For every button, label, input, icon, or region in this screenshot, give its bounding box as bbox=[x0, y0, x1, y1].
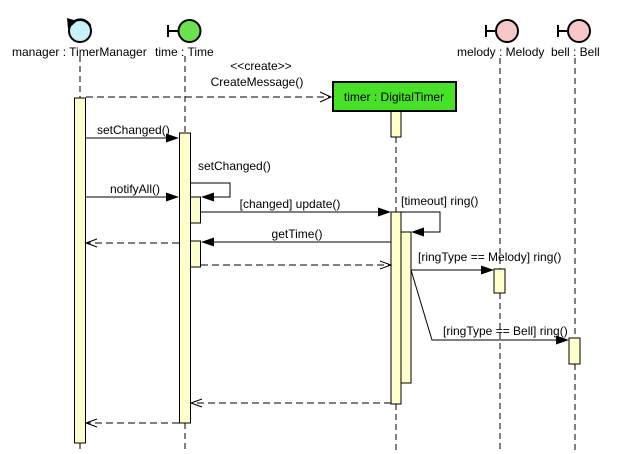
return-message-time-manager[interactable] bbox=[84, 238, 179, 248]
message-setchanged[interactable]: setChanged() bbox=[86, 123, 179, 143]
open-arrowhead bbox=[319, 91, 333, 103]
filled-arrowhead bbox=[201, 192, 214, 202]
filled-arrowhead bbox=[166, 192, 179, 202]
object-box[interactable] bbox=[332, 81, 457, 112]
activation-bell[interactable] bbox=[568, 337, 581, 365]
object-icon[interactable] bbox=[177, 19, 202, 43]
message-label: getTime() bbox=[272, 227, 323, 241]
object-icon[interactable] bbox=[567, 19, 591, 43]
message-label: [ringType == Melody] ring() bbox=[418, 250, 561, 264]
filled-arrowhead bbox=[481, 265, 494, 275]
message-label: setChanged() bbox=[97, 123, 170, 137]
open-arrowhead bbox=[189, 398, 203, 408]
message-ring-melody[interactable]: [ringType == Melody] ring() bbox=[411, 250, 561, 275]
actor-label-melody: melody : Melody bbox=[457, 45, 544, 59]
open-arrowhead bbox=[379, 260, 393, 270]
filled-arrowhead bbox=[201, 237, 214, 247]
return-message-timer-time[interactable] bbox=[189, 398, 391, 408]
message-gettime[interactable]: getTime() bbox=[201, 227, 391, 247]
message-notifyall[interactable]: notifyAll() bbox=[86, 182, 179, 202]
actor-melody[interactable]: melody : Melody bbox=[457, 19, 544, 59]
message-label: [timeout] ring() bbox=[401, 194, 478, 208]
message-label: CreateMessage() bbox=[211, 75, 304, 89]
message-create[interactable]: <<create>> CreateMessage() bbox=[86, 59, 333, 103]
open-arrowhead bbox=[84, 418, 98, 428]
activation-timer-initial[interactable] bbox=[390, 110, 402, 138]
message-label: setChanged() bbox=[198, 159, 271, 173]
filled-arrowhead bbox=[556, 335, 569, 345]
filled-arrowhead bbox=[166, 133, 179, 143]
activation-melody[interactable] bbox=[493, 268, 506, 294]
filled-arrowhead bbox=[411, 227, 424, 237]
message-stereotype: <<create>> bbox=[230, 59, 291, 73]
return-message-time-timer[interactable] bbox=[201, 260, 393, 270]
message-setchanged-self[interactable]: setChanged() bbox=[190, 159, 271, 202]
open-arrowhead bbox=[84, 238, 98, 248]
activation-time-nested-1[interactable] bbox=[190, 196, 201, 224]
activation-timer[interactable] bbox=[390, 211, 402, 405]
message-label: [changed] update() bbox=[240, 197, 341, 211]
actor-bell[interactable]: bell : Bell bbox=[551, 19, 600, 59]
return-message-time-manager-2[interactable] bbox=[84, 418, 179, 428]
object-icon[interactable] bbox=[495, 19, 519, 43]
actor-time[interactable]: time : Time bbox=[155, 19, 214, 59]
activation-time[interactable] bbox=[179, 132, 191, 424]
message-timeout-ring-self[interactable]: [timeout] ring() bbox=[401, 194, 478, 237]
actor-label-manager: manager : TimerManager bbox=[12, 45, 147, 59]
actor-label-timer: timer : DigitalTimer bbox=[344, 90, 444, 104]
message-update[interactable]: [changed] update() bbox=[201, 197, 391, 217]
message-label: [ringType == Bell] ring() bbox=[443, 324, 568, 338]
filled-arrowhead bbox=[378, 207, 391, 217]
actor-label-time: time : Time bbox=[155, 45, 214, 59]
actor-label-bell: bell : Bell bbox=[551, 45, 600, 59]
activation-time-nested-2[interactable] bbox=[190, 240, 201, 268]
rotation-arrowhead-icon bbox=[67, 18, 77, 29]
actor-manager[interactable]: manager : TimerManager bbox=[12, 18, 147, 59]
activation-timer-nested[interactable] bbox=[400, 231, 412, 384]
message-label: notifyAll() bbox=[110, 182, 160, 196]
actor-timer-object-box[interactable]: timer : DigitalTimer bbox=[332, 81, 457, 112]
message-ring-bell[interactable]: [ringType == Bell] ring() bbox=[410, 269, 569, 345]
activation-manager[interactable] bbox=[74, 97, 86, 444]
